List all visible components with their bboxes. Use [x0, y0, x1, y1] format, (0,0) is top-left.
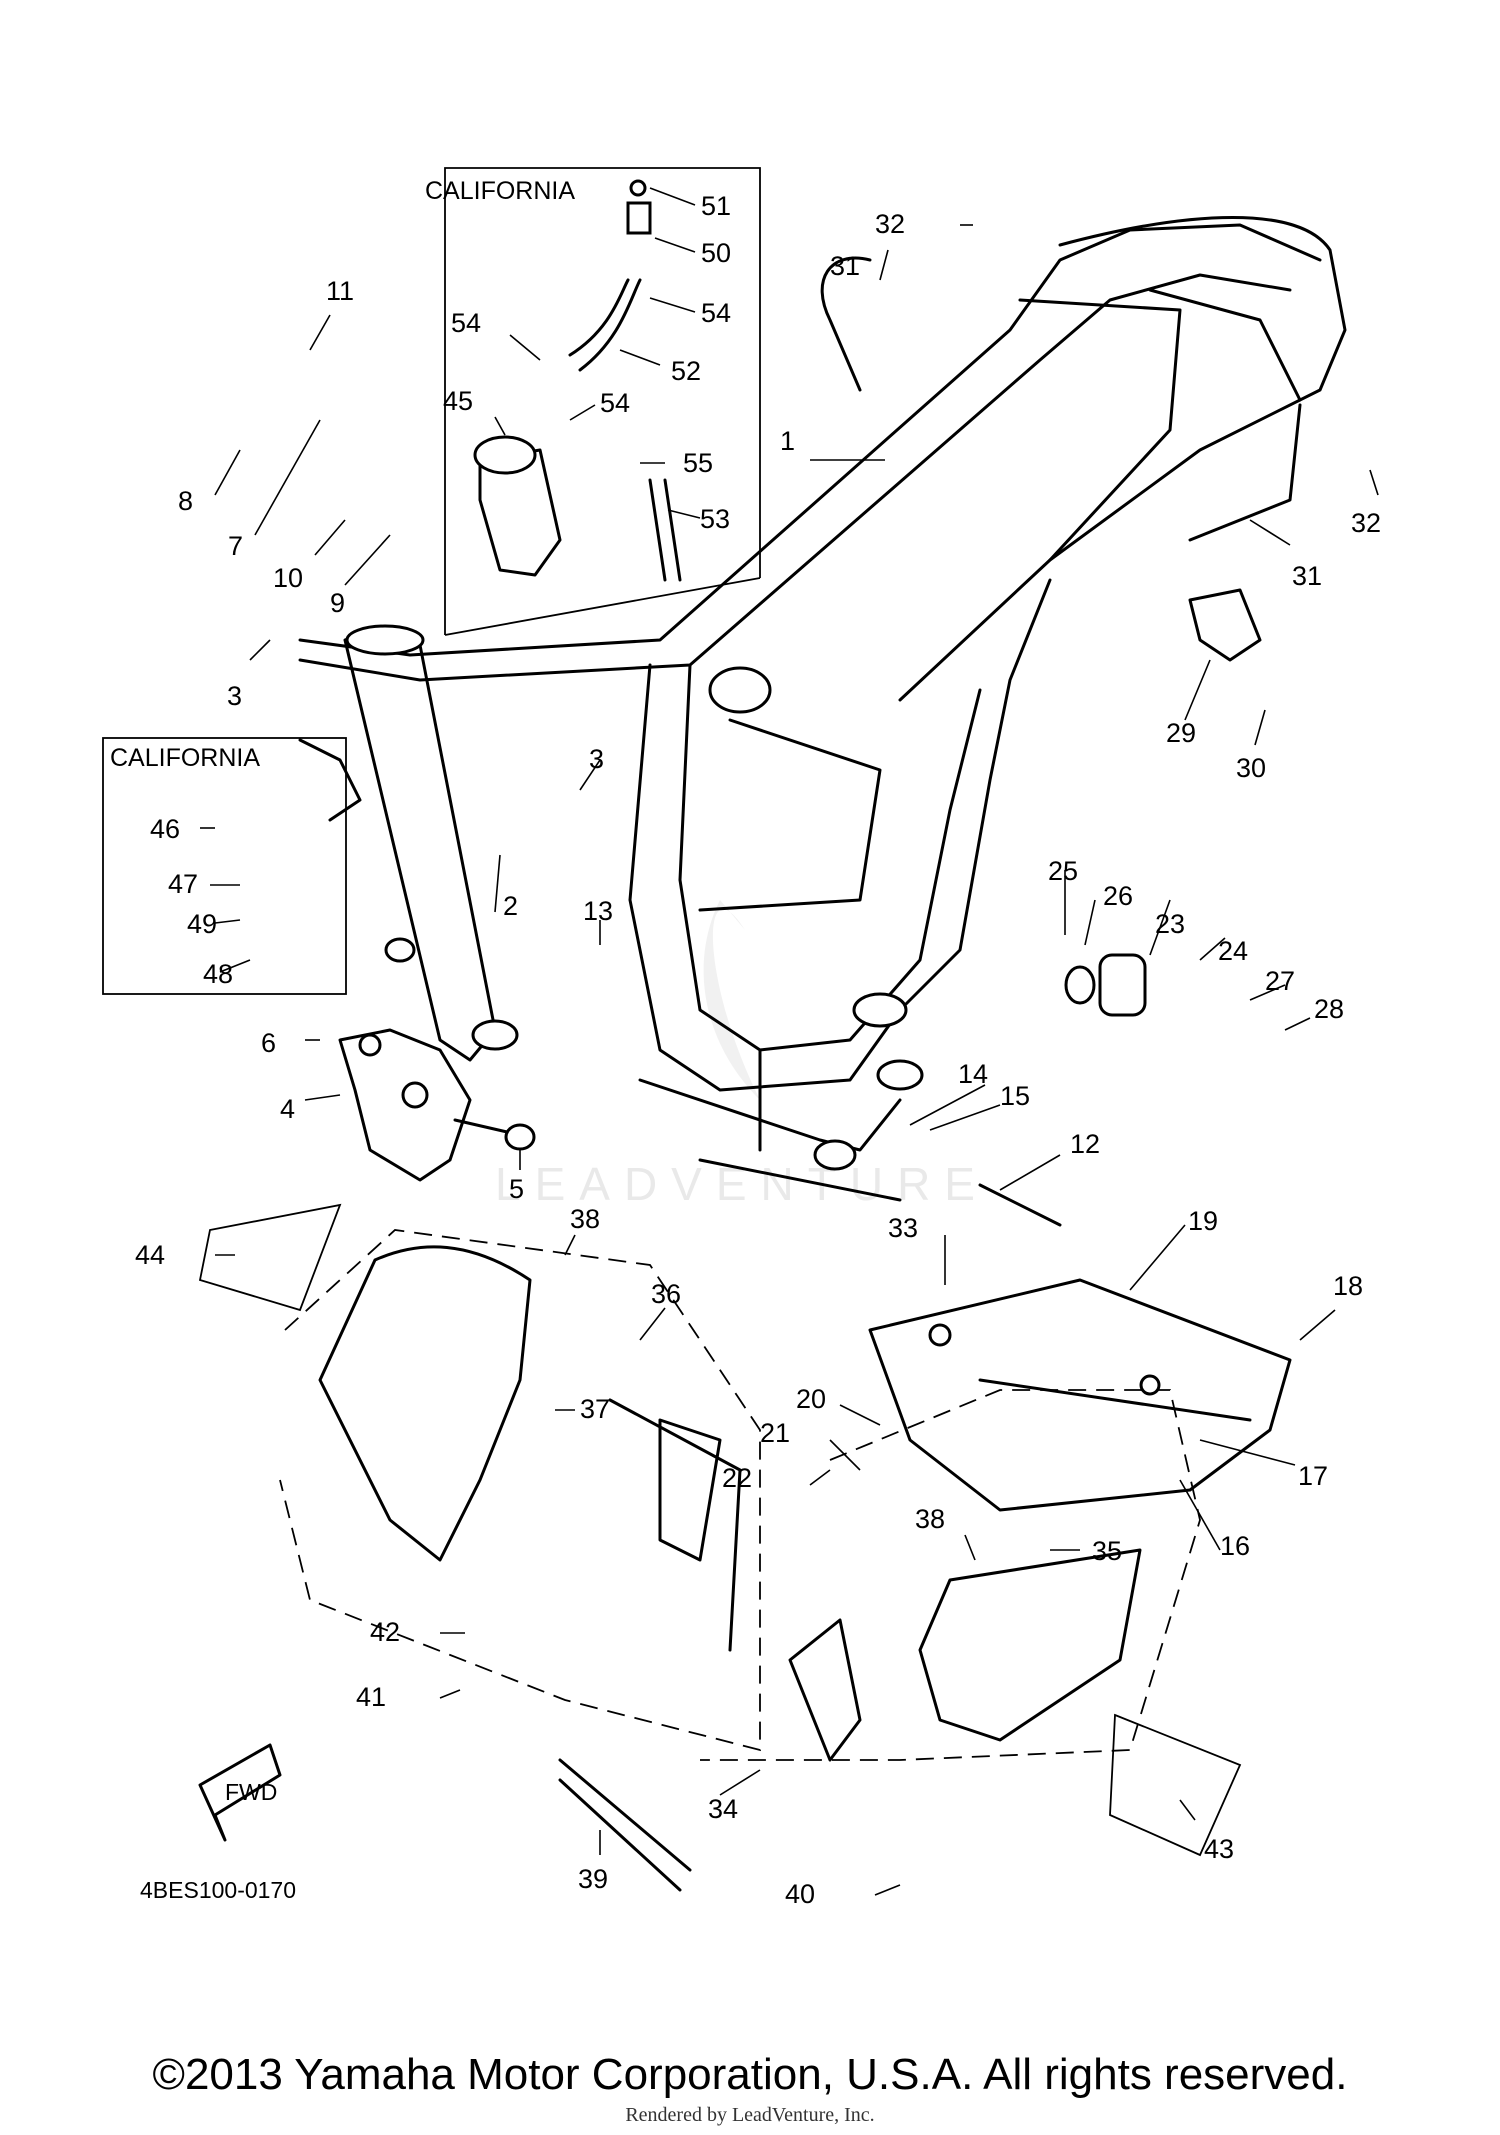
callout-53: 53: [700, 504, 730, 534]
callout-8: 8: [178, 486, 193, 516]
callout-2: 2: [503, 891, 518, 921]
callout-31: 31: [830, 251, 860, 281]
callout-49: 49: [187, 909, 217, 939]
misc-parts: [198, 588, 1262, 1892]
callout-55: 55: [683, 448, 713, 478]
callout-35: 35: [1092, 1536, 1122, 1566]
callout-51: 51: [701, 191, 731, 221]
callout-9: 9: [330, 588, 345, 618]
callout-39: 39: [578, 1864, 608, 1894]
callout-50: 50: [701, 238, 731, 268]
callout-38b: 38: [915, 1504, 945, 1534]
callout-37: 37: [580, 1394, 610, 1424]
right-guard-assembly: [700, 1389, 1201, 1762]
watermark: LEADVENTURE: [495, 900, 989, 1210]
callout-18: 18: [1333, 1271, 1363, 1301]
callout-54: 54: [451, 308, 481, 338]
callout-30: 30: [1236, 753, 1266, 783]
callout-16: 16: [1220, 1531, 1250, 1561]
callout-34: 34: [708, 1794, 738, 1824]
california-head-box: CALIFORNIA: [102, 737, 347, 995]
callout-3b: 3: [589, 744, 604, 774]
callout-5: 5: [509, 1174, 524, 1204]
drawing-code: 4BES100-0170: [140, 1877, 296, 1903]
callout-52: 52: [671, 356, 701, 386]
callout-22: 22: [722, 1463, 752, 1493]
fwd-arrow: FWD: [198, 1743, 282, 1842]
callout-21: 21: [760, 1418, 790, 1448]
callout-7: 7: [228, 531, 243, 561]
callout-38: 38: [570, 1204, 600, 1234]
callout-32: 32: [875, 209, 905, 239]
callout-43: 43: [1204, 1834, 1234, 1864]
left-guard-assembly: [279, 1229, 761, 1752]
engine-bracket: [338, 1028, 536, 1182]
callout-27: 27: [1265, 966, 1295, 996]
callout-32b: 32: [1351, 508, 1381, 538]
callout-14: 14: [958, 1059, 988, 1089]
callouts: 1 2 3 3 4 5 6 7 8 9 10 11 12 13 14 15 16…: [135, 191, 1381, 1909]
california-head-label: CALIFORNIA: [110, 744, 260, 772]
callout-3: 3: [227, 681, 242, 711]
callout-29: 29: [1166, 718, 1196, 748]
callout-44: 44: [135, 1240, 165, 1270]
callout-1: 1: [780, 426, 795, 456]
callout-23: 23: [1155, 909, 1185, 939]
callout-33: 33: [888, 1213, 918, 1243]
callout-54b: 54: [701, 298, 731, 328]
main-frame: [298, 216, 1347, 1202]
callout-40: 40: [785, 1879, 815, 1909]
fwd-label: FWD: [225, 1779, 277, 1805]
callout-41: 41: [356, 1682, 386, 1712]
callout-10: 10: [273, 563, 303, 593]
watermark-text: LEADVENTURE: [495, 1158, 989, 1210]
callout-28: 28: [1314, 994, 1344, 1024]
fuel-filter-assembly: [473, 179, 682, 582]
callout-24: 24: [1218, 936, 1248, 966]
skid-plate: [868, 1278, 1292, 1512]
callout-31b: 31: [1292, 561, 1322, 591]
callout-47: 47: [168, 869, 198, 899]
head-pipe: [298, 624, 519, 1062]
callout-42: 42: [370, 1617, 400, 1647]
callout-20: 20: [796, 1384, 826, 1414]
rear-guard-31: [820, 256, 1302, 542]
callout-15: 15: [1000, 1081, 1030, 1111]
copyright-notice: ©2013 Yamaha Motor Corporation, U.S.A. A…: [152, 2050, 1348, 2099]
callout-19: 19: [1188, 1206, 1218, 1236]
california-fuel-label: CALIFORNIA: [425, 177, 575, 205]
callout-6: 6: [261, 1028, 276, 1058]
rendered-by-credit: Rendered by LeadVenture, Inc.: [625, 2104, 875, 2126]
callout-36: 36: [651, 1279, 681, 1309]
callout-26: 26: [1103, 881, 1133, 911]
callout-4: 4: [280, 1094, 295, 1124]
callout-48: 48: [203, 959, 233, 989]
leader-lines: [200, 187, 1379, 1896]
callout-25: 25: [1048, 856, 1078, 886]
callout-17: 17: [1298, 1461, 1328, 1491]
callout-45: 45: [443, 386, 473, 416]
callout-11: 11: [326, 276, 354, 306]
callout-46: 46: [150, 814, 180, 844]
callout-13: 13: [583, 896, 613, 926]
callout-54c: 54: [600, 388, 630, 418]
callout-12: 12: [1070, 1129, 1100, 1159]
california-fuel-box: CALIFORNIA: [425, 167, 761, 636]
